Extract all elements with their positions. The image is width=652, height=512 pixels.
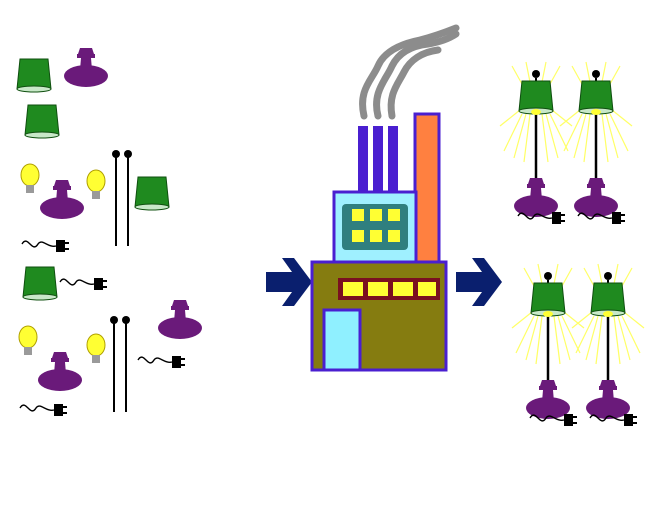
right-arrow-icon [456,258,502,306]
finished-lamp-icon [500,62,572,224]
lamp-shade-icon [22,266,58,301]
finished-lamp-icon [572,264,644,426]
lamp-shade-icon [24,104,60,139]
factory-icon [310,24,460,372]
finished-lamps [500,62,644,426]
lamp-base-icon [158,300,202,339]
lamp-base-icon [64,48,108,87]
power-plug-icon [137,355,186,369]
metal-rods-icon [109,315,131,413]
light-bulb-icon [86,333,106,364]
lamp-shade-icon [16,58,52,93]
metal-rods-icon [111,149,133,247]
factory-door [322,308,362,372]
light-bulb-icon [20,163,40,194]
lamp-shade-icon [134,176,170,211]
power-plug-icon [21,239,70,253]
input-parts [16,48,202,417]
finished-lamp-icon [512,264,584,426]
power-plug-icon [59,277,108,291]
lamp-base-icon [38,352,82,391]
smoke-icon [359,24,460,120]
power-plug-icon [19,403,68,417]
right-arrow-icon [266,258,312,306]
light-bulb-icon [86,169,106,200]
light-bulb-icon [18,325,38,356]
finished-lamp-icon [560,62,632,224]
lamp-base-icon [40,180,84,219]
window-strip [338,278,440,300]
